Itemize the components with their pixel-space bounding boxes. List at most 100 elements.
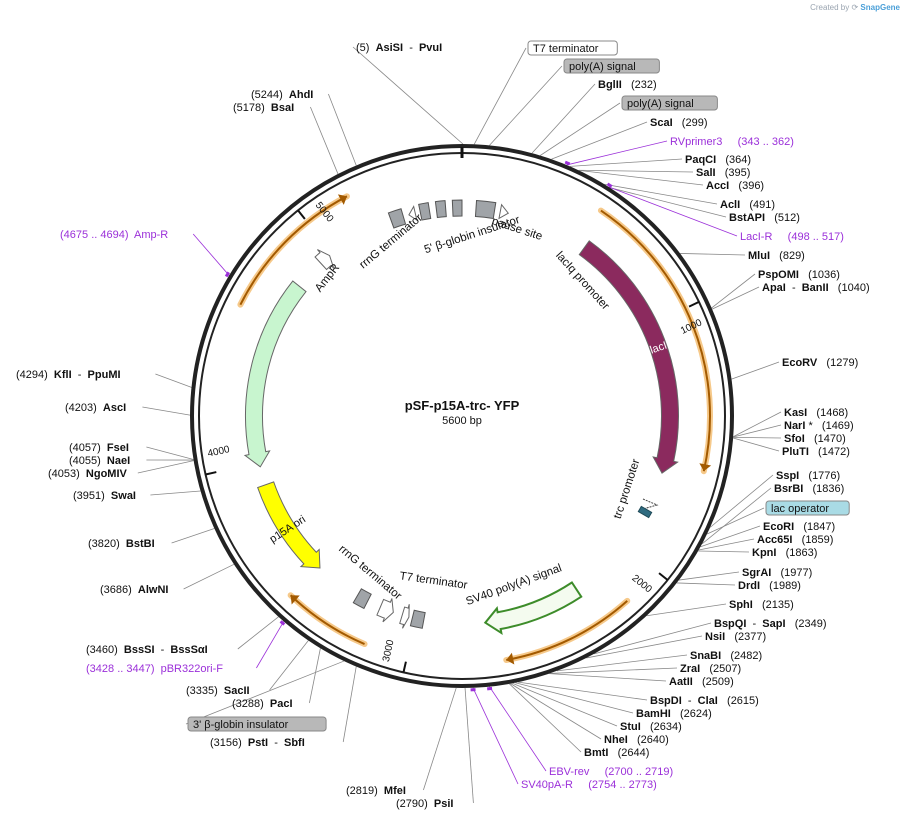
site-label-part: - (786, 282, 802, 294)
feature-callout-box[interactable] (563, 58, 660, 74)
site-label-part: ScaI (650, 117, 673, 129)
leader-line (472, 687, 519, 785)
site-label-part: NarI (784, 420, 805, 432)
leader-line (512, 682, 618, 727)
feature-callout-box[interactable] (527, 40, 618, 56)
orange-arc (506, 600, 628, 661)
leader-line (566, 140, 668, 166)
site-label-part: MfeI (384, 785, 406, 797)
leader-line (551, 121, 648, 160)
site-label: LacI-R (498 .. 517) (740, 231, 844, 243)
leader-line (678, 571, 740, 581)
site-label: PluTI (1472) (782, 446, 850, 458)
feature-callout-text: poly(A) signal (627, 98, 694, 110)
leader-line (473, 47, 527, 145)
feature-callout-box[interactable] (765, 500, 850, 516)
center-title: pSF-p15A-trc- YFP 5600 bp (405, 398, 520, 427)
site-label: SalI (395) (696, 167, 750, 179)
site-label-part: SV40pA-R (2754 .. 2773) (521, 779, 657, 791)
site-label-part: SgrAI (742, 567, 771, 579)
site-label-part: EBV-rev (2700 .. 2719) (549, 766, 673, 778)
feature-laci[interactable] (578, 240, 679, 474)
gray-feature-box[interactable] (418, 202, 432, 221)
site-label-part: (3428 .. 3447) pBR322ori-F (86, 663, 223, 675)
primer-mark (279, 620, 286, 626)
site-label-part: (1279) (817, 357, 858, 369)
site-label-part: (491) (740, 199, 775, 211)
gray-feature-box[interactable] (474, 199, 497, 220)
leader-line (569, 158, 683, 167)
site-label: EcoRI (1847) (763, 521, 835, 533)
small-terminator-arrow[interactable] (408, 205, 418, 222)
site-label-part: NsiI (705, 631, 725, 643)
site-label-part: BstBI (126, 538, 155, 550)
feature-rrng-terminator[interactable] (376, 598, 394, 623)
site-label-part: SapI (762, 618, 785, 630)
gray-feature-box[interactable] (434, 200, 447, 219)
feature-p15a-ori[interactable] (257, 481, 321, 569)
feature-t7-terminator[interactable] (399, 604, 410, 629)
site-label-part: - (72, 369, 88, 381)
small-terminator-arrow[interactable] (498, 203, 510, 220)
site-label-part: - (682, 695, 698, 707)
gray-feature-box[interactable] (352, 588, 372, 610)
site-label-part: AclI (720, 199, 740, 211)
site-label-part: (2644) (608, 747, 649, 759)
site-label-part: KpnI (752, 547, 776, 559)
site-label-part: KasI (784, 407, 807, 419)
site-label-part: AscI (103, 402, 126, 414)
site-label: SfoI (1470) (784, 433, 846, 445)
leader-line (578, 170, 704, 186)
site-label-part: (395) (716, 167, 751, 179)
site-label: KasI (1468) (784, 407, 848, 419)
site-label: AclI (491) (720, 199, 775, 211)
site-label-part: PaqCI (685, 154, 716, 166)
site-label-part: (2624) (671, 708, 712, 720)
leader-line (711, 273, 756, 309)
site-label: NarI * (1469) (784, 420, 854, 432)
site-label-part: SfoI (784, 433, 805, 445)
leader-line (328, 93, 357, 166)
site-label-part: (5244) (251, 89, 289, 101)
site-label-part: PacI (270, 698, 293, 710)
leader-line (609, 187, 727, 218)
site-label: ApaI - BanII (1040) (762, 282, 870, 294)
site-label-part: BanII (802, 282, 829, 294)
site-label-part: StuI (620, 721, 641, 733)
site-label: Acc65I (1859) (757, 534, 833, 546)
gray-feature-box[interactable] (409, 609, 426, 629)
site-label: DrdI (1989) (738, 580, 801, 592)
site-label-part: BssSI (124, 644, 155, 656)
gray-feature-box[interactable] (451, 199, 463, 217)
site-label: PspOMI (1036) (758, 269, 840, 281)
tick-label-2000: 2000 (629, 573, 654, 596)
site-label-part: (3686) (100, 584, 138, 596)
feature-rrng-terminator[interactable] (314, 249, 335, 271)
leader-line (586, 635, 703, 659)
site-label-part: PvuI (419, 42, 442, 54)
gray-feature-box[interactable] (387, 208, 407, 229)
site-label-part: (3460) (86, 644, 124, 656)
feature-ampr[interactable] (243, 280, 307, 468)
site-label-part: (1468) (807, 407, 848, 419)
feature-callout-box[interactable] (621, 95, 718, 111)
site-label-part: PspOMI (758, 269, 799, 281)
site-label: (5244) AhdI (251, 89, 313, 101)
trc-promoter-arrow[interactable] (642, 498, 659, 510)
tick-label-1000: 1000 (679, 317, 704, 337)
site-label-part: (3820) (88, 538, 126, 550)
lac-operator-mark[interactable] (637, 505, 653, 519)
leader-line (676, 582, 736, 586)
leader-line (733, 411, 782, 438)
site-label: ScaI (299) (650, 117, 708, 129)
site-label-part: DrdI (738, 580, 760, 592)
site-label: AccI (396) (706, 180, 764, 192)
leader-line (731, 361, 780, 380)
feature-sv40-poly-a-signal[interactable] (483, 581, 583, 636)
leader-line (237, 616, 279, 650)
feature-callout-box[interactable] (187, 716, 327, 732)
site-label-part: PsiI (434, 798, 454, 810)
site-label-part: MluI (748, 250, 770, 262)
tick-mark-5000 (297, 209, 306, 220)
